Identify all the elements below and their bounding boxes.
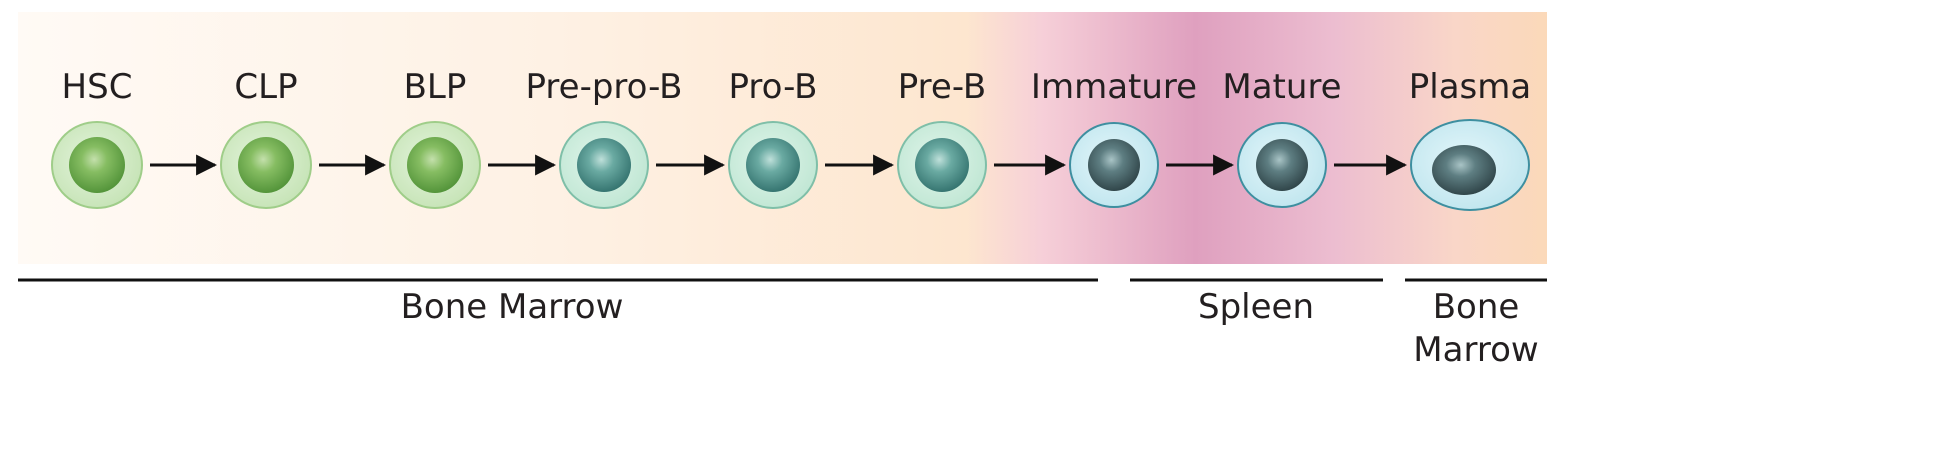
cell-nucleus [746, 138, 800, 192]
cell-nucleus [238, 137, 294, 193]
cell-blp [389, 121, 481, 209]
location-label-marrow: Marrow [1413, 330, 1538, 370]
cell-hsc [51, 121, 143, 209]
location-label-bone-marrow: Bone Marrow [401, 287, 624, 327]
cell-nucleus [915, 138, 969, 192]
stage-label-immature: Immature [1031, 67, 1197, 107]
location-label-bone: Bone [1433, 287, 1520, 327]
cell-nucleus [69, 137, 125, 193]
cell-nucleus [1088, 139, 1140, 191]
location-label-spleen: Spleen [1198, 287, 1314, 327]
stage-label-pro-b: Pro-B [729, 67, 818, 107]
cell-clp [220, 121, 312, 209]
stage-label-pre-pro-b: Pre-pro-B [526, 67, 683, 107]
cell-nucleus [1432, 145, 1496, 195]
stage-label-mature: Mature [1222, 67, 1341, 107]
location-labels: Bone Marrow Spleen Bone Marrow [401, 287, 1539, 370]
cell-nucleus [1256, 139, 1308, 191]
cell-mature [1237, 122, 1327, 208]
stage-label-plasma: Plasma [1409, 67, 1531, 107]
stage-label-hsc: HSC [62, 67, 133, 107]
stage-label-blp: BLP [404, 67, 467, 107]
cell-pre-b [897, 121, 987, 209]
cell-immature [1069, 122, 1159, 208]
cells [51, 119, 1530, 211]
stage-labels: HSC CLP BLP Pre-pro-B Pro-B Pre-B Immature Matu… [62, 67, 1532, 107]
cell-nucleus [407, 137, 463, 193]
stage-label-clp: CLP [234, 67, 297, 107]
cell-pre-pro-b [559, 121, 649, 209]
cell-plasma [1410, 119, 1530, 211]
cell-pro-b [728, 121, 818, 209]
cell-nucleus [577, 138, 631, 192]
stage-label-pre-b: Pre-B [898, 67, 986, 107]
